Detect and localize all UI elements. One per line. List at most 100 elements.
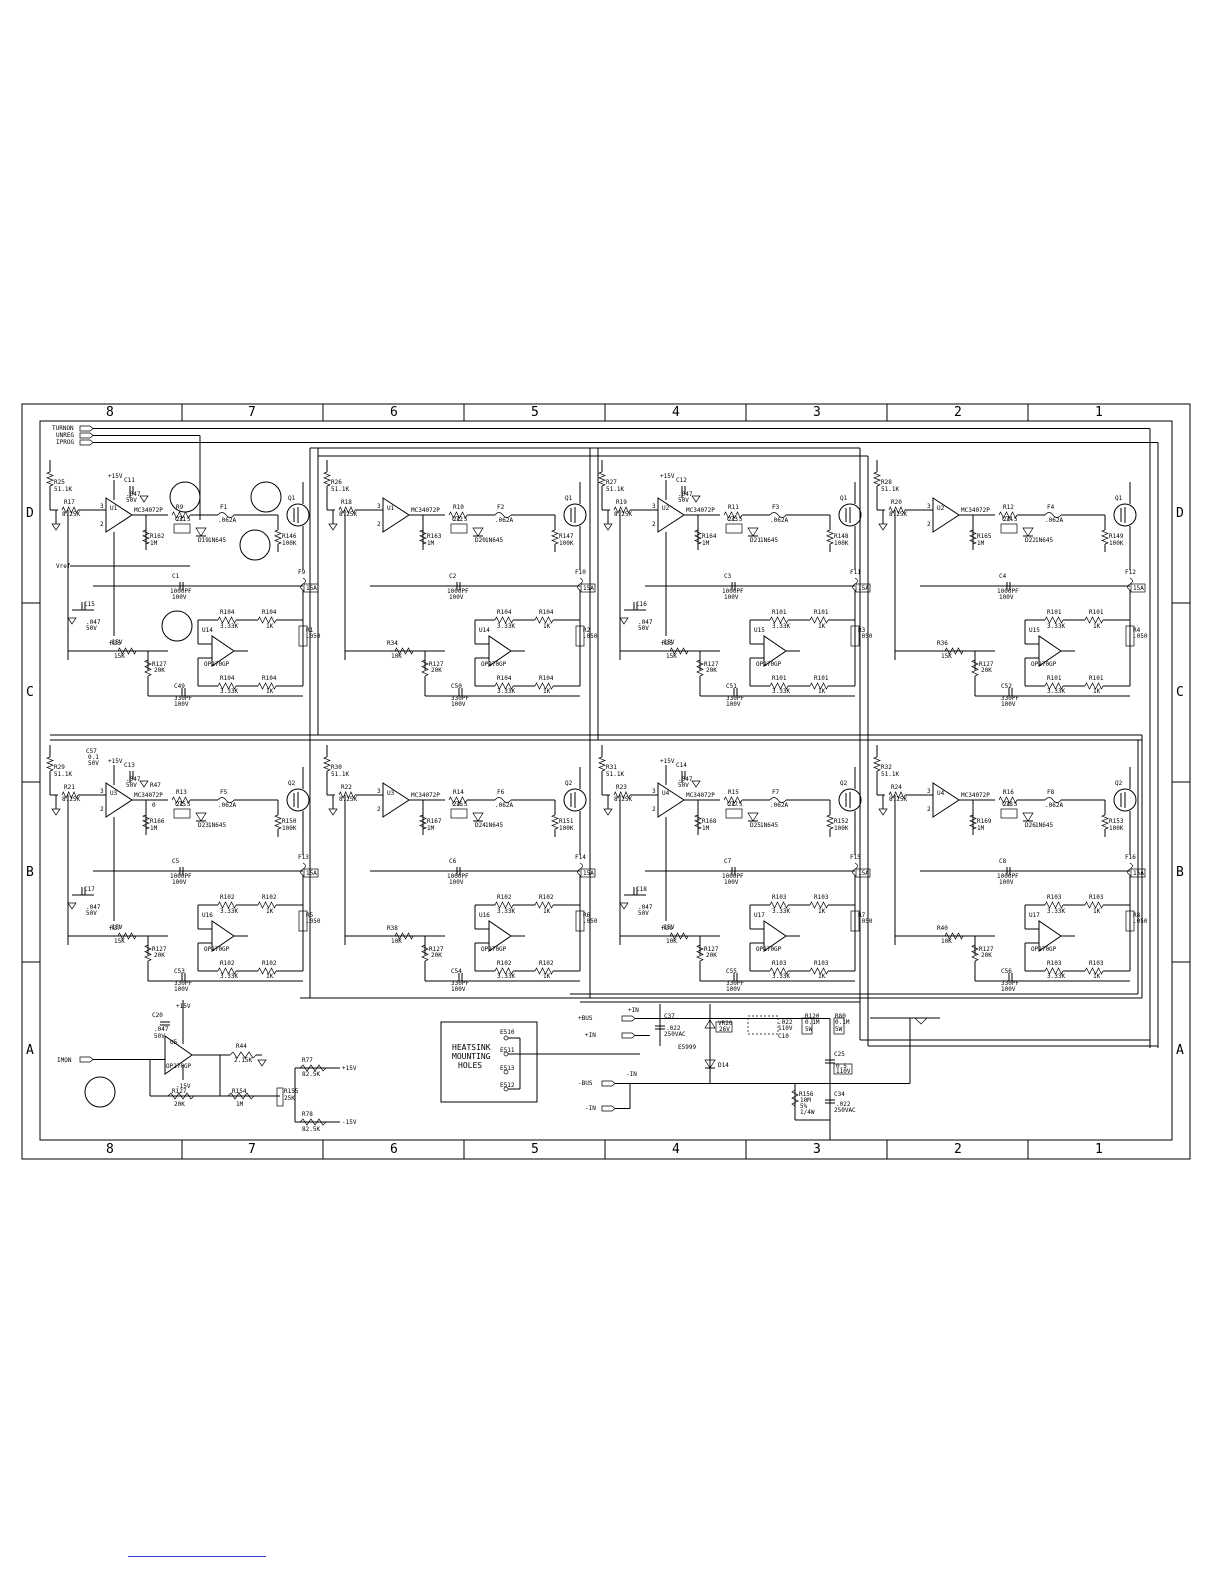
part-value: 21.5	[453, 516, 468, 523]
part-value: 1K	[818, 908, 826, 915]
mosfet	[563, 503, 587, 527]
part-value: 50V	[126, 782, 137, 789]
part-ref: R40	[937, 925, 948, 932]
row-label-right: A	[1176, 1043, 1184, 1058]
part-value: 3.33K	[497, 623, 515, 630]
part-ref: D14	[718, 1062, 729, 1069]
part-ref: R27	[606, 479, 617, 486]
part-ref: Q1	[840, 495, 848, 502]
offpage-imon: IMON	[57, 1057, 72, 1064]
part-ref: C8	[999, 858, 1007, 865]
part-value: 10M	[800, 1097, 811, 1104]
zone-label-top: 3	[813, 405, 821, 420]
part-value: 10K	[391, 653, 402, 660]
row-label-right: D	[1176, 506, 1184, 521]
part-ref: R166	[150, 818, 165, 825]
pin-number: 3	[100, 503, 104, 510]
part-value: 1/4W	[800, 1109, 815, 1116]
part-value: 330PF	[174, 695, 192, 702]
part-value: 100V	[449, 594, 464, 601]
offpage-in-neg: -IN	[585, 1105, 596, 1112]
part-ref: C55	[726, 968, 737, 975]
part-ref: R18	[341, 499, 352, 506]
net-label: +IN	[628, 1007, 639, 1014]
part-ref: R39	[662, 925, 673, 932]
part-ref: F15	[850, 854, 861, 861]
part-ref: C34	[834, 1091, 845, 1098]
part-value: .047	[638, 904, 653, 911]
part-value: 100V	[999, 594, 1014, 601]
part-value: 1N645	[1035, 537, 1053, 544]
heatsink-pin: E510	[500, 1029, 515, 1036]
part-ref: C11	[124, 477, 135, 484]
diode	[1022, 812, 1034, 822]
part-value: 3.33K	[772, 973, 790, 980]
part-value: 15A	[583, 870, 594, 877]
part-ref: C71	[175, 516, 186, 523]
part-value: 15A	[306, 870, 317, 877]
part-value: .050	[1133, 918, 1148, 925]
part-ref: R78	[302, 1111, 313, 1118]
part-value: 1N645	[485, 537, 503, 544]
part-value: 1000PF	[447, 873, 469, 880]
part-value: 5W	[835, 1026, 843, 1033]
ground-symbol	[67, 902, 77, 910]
part-ref: R127	[152, 946, 167, 953]
part-ref: F14	[575, 854, 586, 861]
part-ref: R16	[1003, 789, 1014, 796]
heatsink-title: HEATSINK	[452, 1043, 491, 1052]
part-value: .047	[126, 491, 141, 498]
part-ref: F4	[1047, 504, 1055, 511]
part-ref: D22	[1025, 537, 1036, 544]
pin-number: 2	[652, 806, 656, 813]
opamp	[932, 782, 960, 818]
supply-label: +15V	[660, 473, 675, 480]
part-value: 25K	[284, 1095, 295, 1102]
part-value: 51.1K	[331, 486, 349, 493]
part-value: 110V	[778, 1025, 793, 1032]
part-ref: C15	[84, 601, 95, 608]
part-value: 0.1M	[835, 1019, 850, 1026]
part-value: 0.5	[836, 1063, 847, 1070]
part-value: 15A	[583, 585, 594, 592]
part-ref: R101	[814, 675, 829, 682]
part-ref: C13	[124, 762, 135, 769]
part-ref: C17	[84, 886, 95, 893]
part-ref: R127	[979, 661, 994, 668]
part-value: 100V	[172, 879, 187, 886]
part-ref: R28	[881, 479, 892, 486]
mosfet	[1113, 788, 1137, 812]
part-ref: R103	[814, 960, 829, 967]
part-ref: R104	[220, 609, 235, 616]
part-number: MC34072P	[686, 792, 715, 799]
power-input-section: +BUS +IN +IN -BUS -IN -IN C37 .022 250VA…	[578, 1004, 940, 1140]
part-value: 3.33K	[497, 688, 515, 695]
part-ref: R127	[172, 1088, 187, 1095]
part-ref: C50	[451, 683, 462, 690]
heatsink-pin: E512	[500, 1082, 515, 1089]
part-ref: C76	[452, 801, 463, 808]
footer-link[interactable]	[128, 1556, 266, 1557]
part-value: 3.33K	[220, 688, 238, 695]
opamp	[382, 782, 410, 818]
part-value: 1M	[236, 1101, 244, 1108]
part-ref: R2	[583, 627, 591, 634]
part-value: 100V	[724, 879, 739, 886]
part-ref: C12	[676, 477, 687, 484]
shunt-resistor	[1125, 625, 1135, 647]
part-value: .062A	[218, 517, 236, 524]
part-ref: D24	[475, 822, 486, 829]
part-ref: R17	[64, 499, 75, 506]
part-ref: D20	[475, 537, 486, 544]
zone-label-bottom: 3	[813, 1142, 821, 1157]
part-value: 8.25K	[889, 796, 907, 803]
part-value: 100V	[174, 701, 189, 708]
current-amp	[1038, 635, 1062, 667]
part-value: .050	[1133, 633, 1148, 640]
part-value: 1K	[1093, 688, 1101, 695]
part-value: 20K	[154, 952, 165, 959]
part-ref: C56	[1001, 968, 1012, 975]
